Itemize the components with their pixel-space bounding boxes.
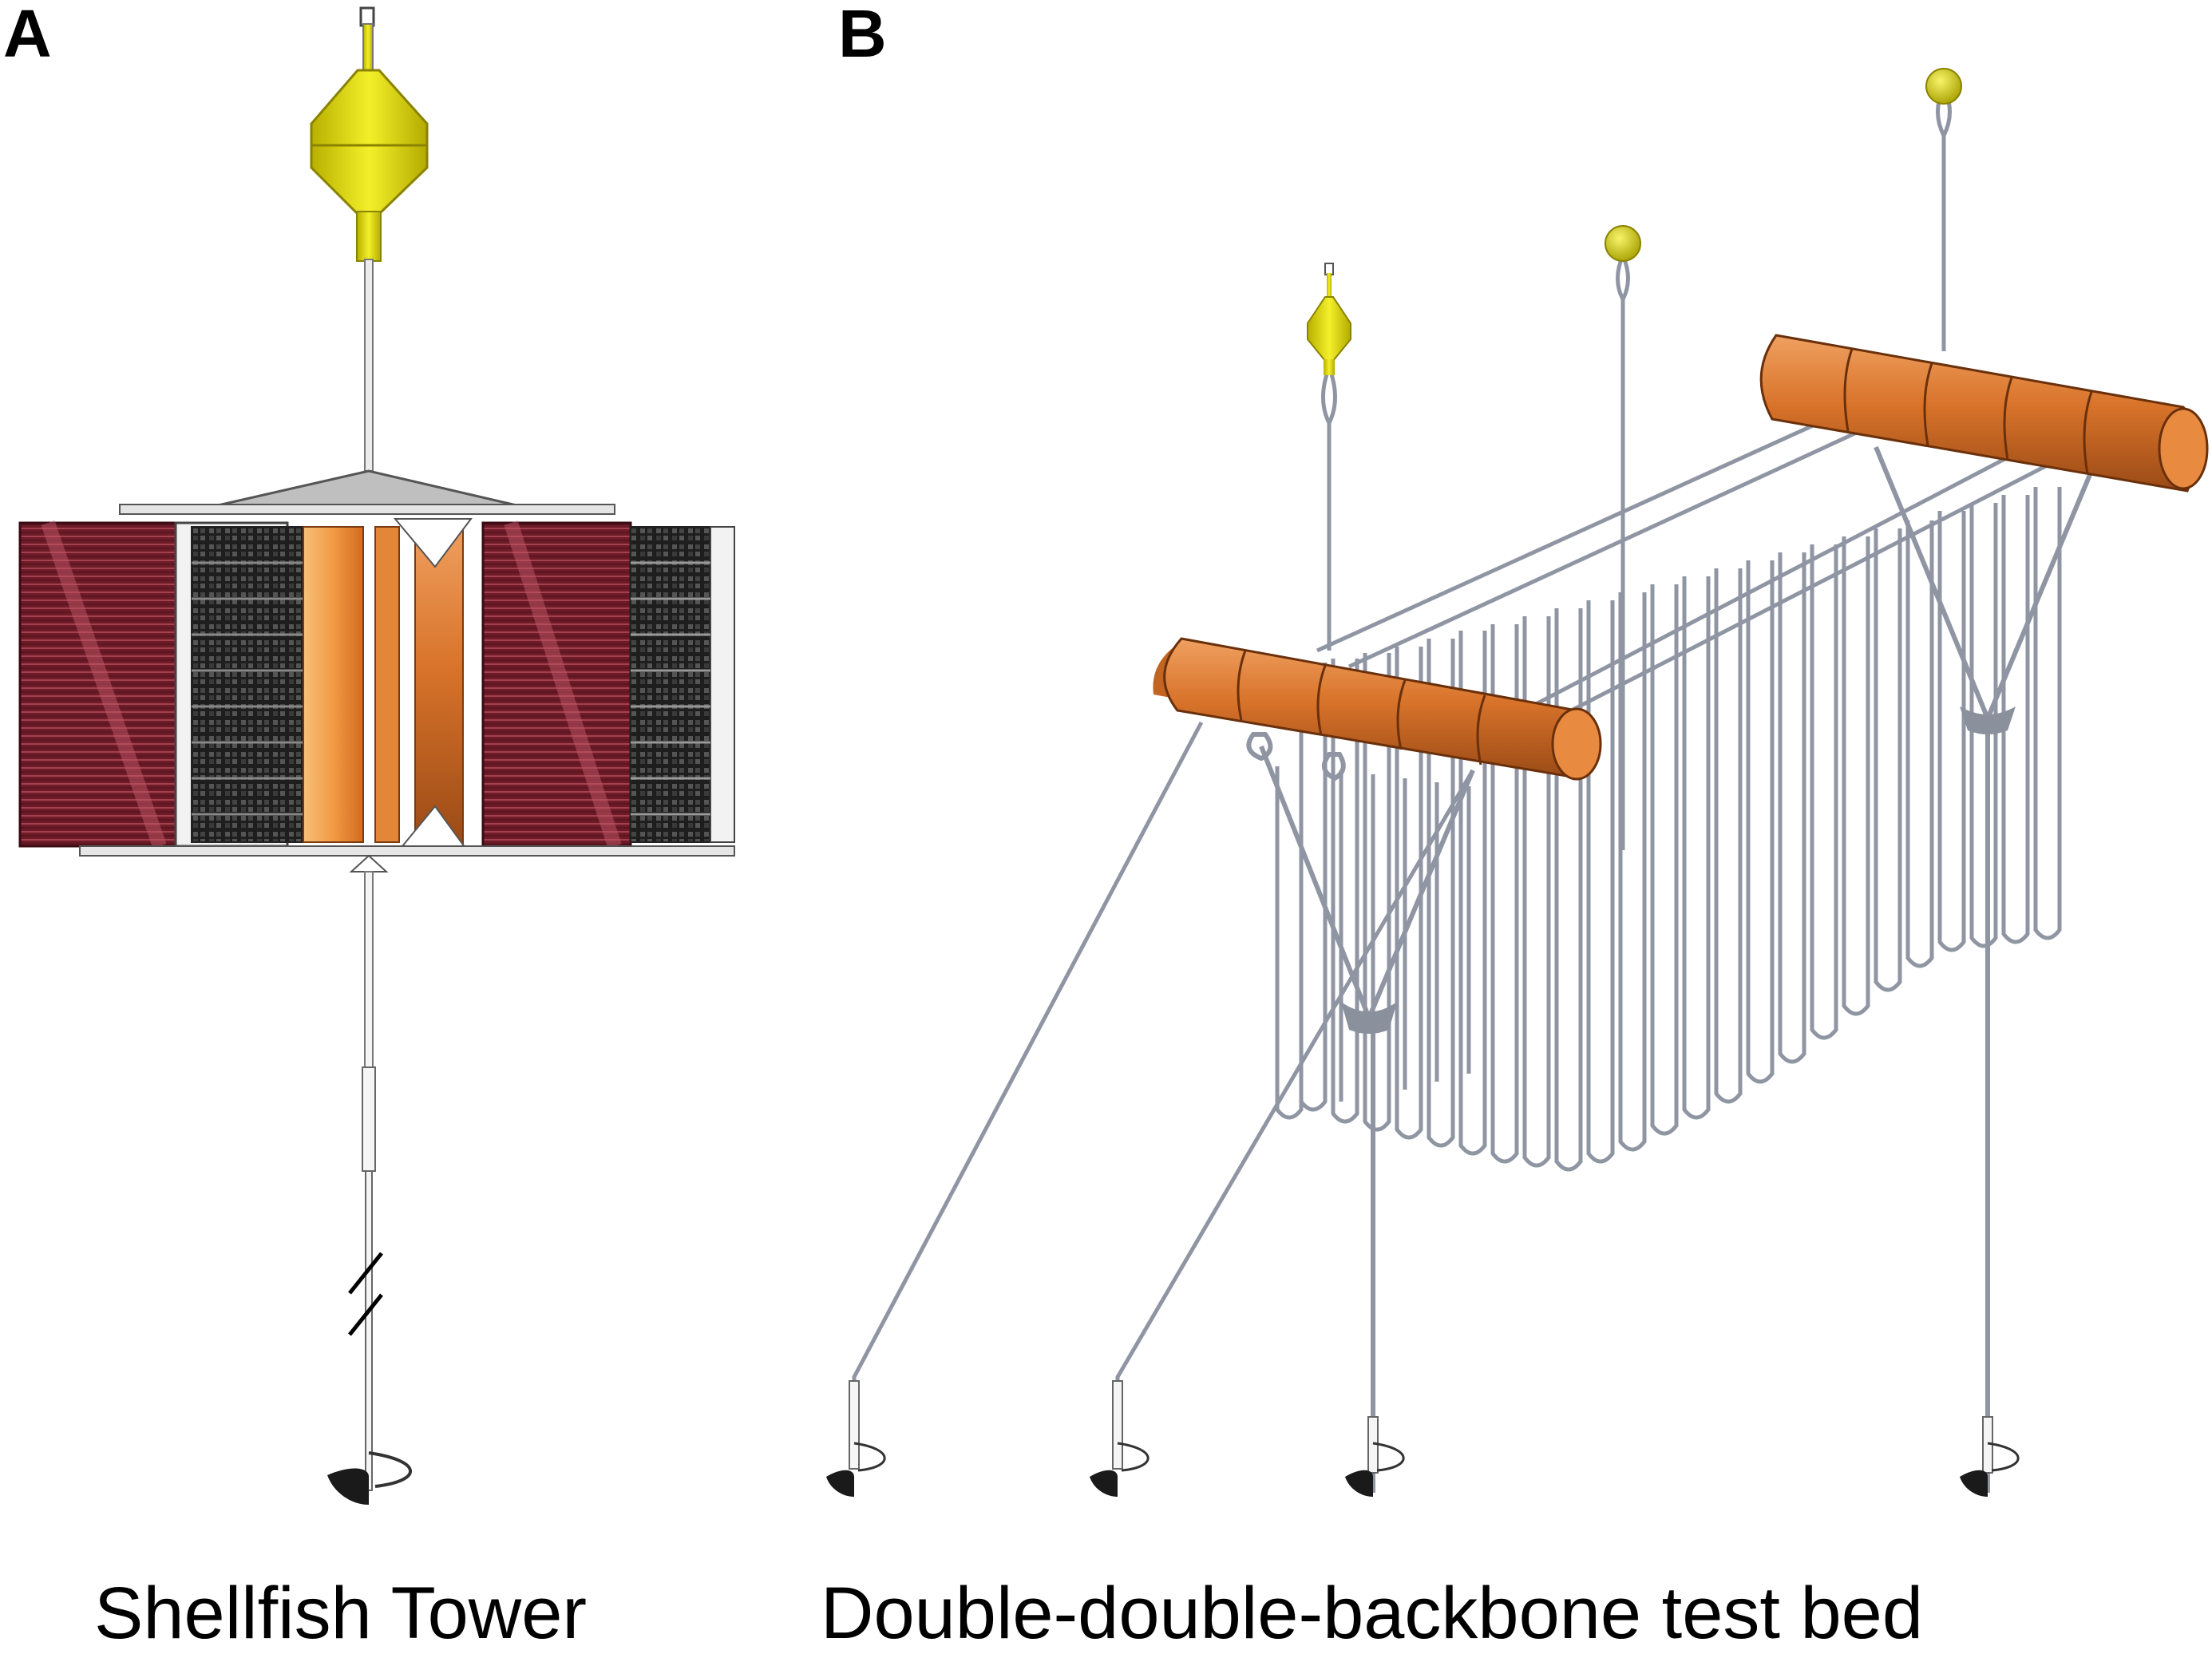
panel-letter-b: B <box>838 0 887 71</box>
bridle-front <box>1246 732 1475 1493</box>
orange-column-left <box>303 526 364 843</box>
marker-ball <box>1925 68 1962 105</box>
buoy-lines <box>1321 86 1952 850</box>
yellow-buoy-icon <box>1307 263 1351 375</box>
dropper-lines <box>1275 487 2062 1172</box>
orange-column-right <box>414 522 464 847</box>
test-bed <box>826 68 2209 1497</box>
backbone-lines <box>1316 413 2061 737</box>
top-pole <box>364 259 374 472</box>
panel-letter-a: A <box>3 0 52 71</box>
cage-stack-left <box>191 526 308 843</box>
caption-shellfish-tower: Shellfish Tower <box>94 1573 588 1654</box>
caption-test-bed: Double-double-backbone test bed <box>821 1573 1923 1654</box>
anchor-lines <box>852 721 1475 1469</box>
helical-screw-anchor-icon <box>1960 1416 2020 1497</box>
yellow-buoy-icon <box>310 6 429 262</box>
helical-screw-anchor-icon <box>1090 1380 1150 1497</box>
mooring-pole <box>364 871 374 1068</box>
cage-stack-right <box>630 526 711 843</box>
helical-screw-anchor-icon <box>826 1380 886 1497</box>
helical-screw-anchor-icon <box>327 1451 412 1505</box>
orange-cylinder-float-icon <box>1153 637 1602 781</box>
marker-ball <box>1605 225 1641 262</box>
helical-screw-anchor-icon <box>1345 1416 1405 1497</box>
orange-cylinder-float-icon <box>1759 334 2209 493</box>
tower-top-cone <box>207 469 528 509</box>
shellfish-tower <box>18 6 735 1505</box>
double-slash-break-icon <box>348 1252 383 1336</box>
bridle-back <box>1874 445 2094 1493</box>
